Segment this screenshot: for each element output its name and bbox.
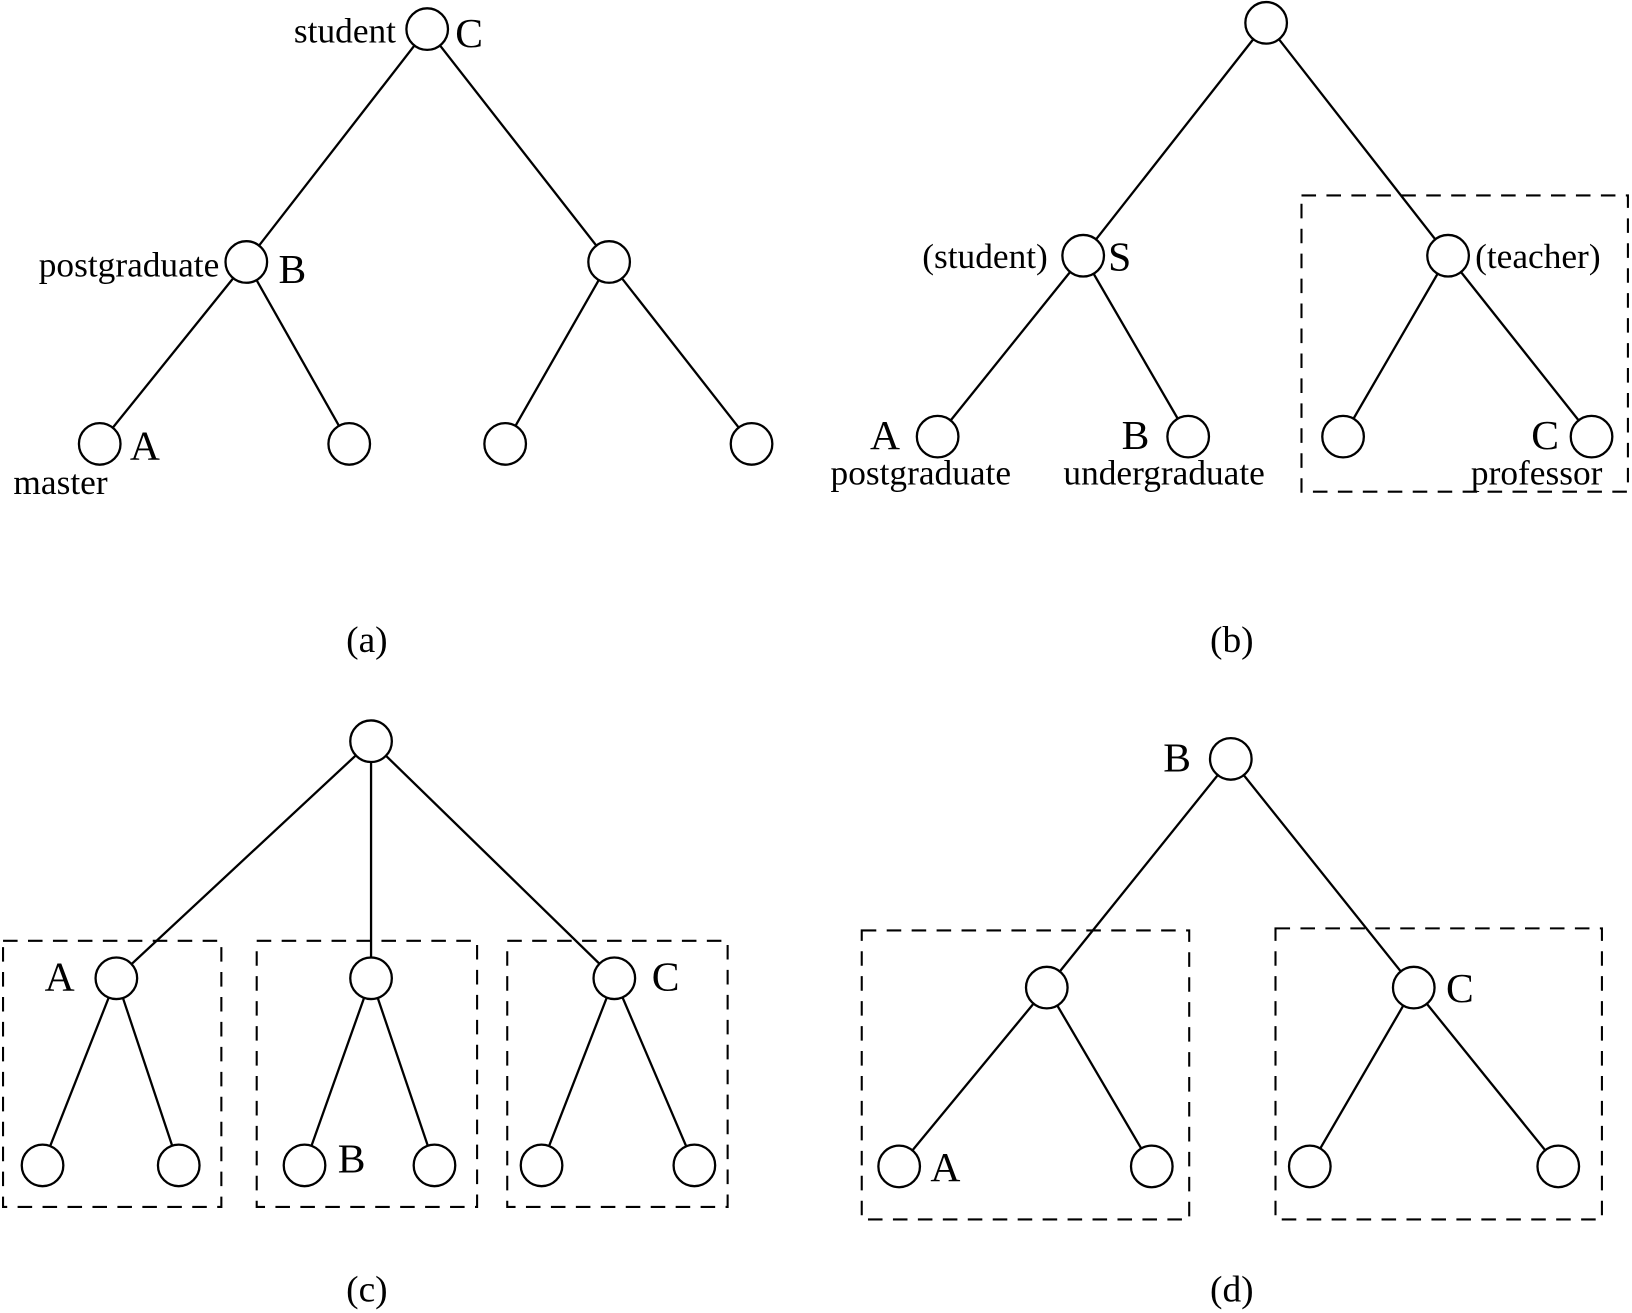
node [1166, 414, 1211, 459]
label: B [279, 246, 307, 292]
dashed-box [1274, 927, 1603, 1221]
node [1569, 414, 1614, 459]
caption: (c) [346, 1270, 388, 1311]
node [587, 240, 632, 284]
node [1129, 1144, 1174, 1189]
label: C [652, 954, 680, 1000]
node [729, 421, 774, 466]
panel-d: B A C (d) [860, 734, 1603, 1311]
dashed-box [506, 939, 729, 1209]
node [224, 240, 269, 284]
label: B [1122, 412, 1150, 458]
label: C [455, 10, 483, 56]
node [94, 956, 139, 1001]
node [412, 1143, 457, 1188]
panel-a: student C postgraduate B A master (a) [13, 7, 774, 661]
label: C [1446, 965, 1474, 1011]
label: B [338, 1136, 366, 1182]
node [519, 1143, 564, 1188]
node [1287, 1144, 1332, 1189]
label: S [1108, 233, 1131, 279]
node [1208, 736, 1253, 781]
label: C [1531, 412, 1559, 458]
node [1061, 233, 1106, 278]
node [349, 956, 393, 1001]
label: professor [1471, 453, 1603, 492]
caption: (d) [1210, 1270, 1254, 1311]
node [77, 421, 122, 466]
label: A [870, 412, 900, 458]
node [1024, 965, 1069, 1010]
label: A [45, 954, 75, 1000]
label: undergraduate [1063, 453, 1264, 492]
label: (student) [922, 237, 1048, 276]
node [915, 414, 960, 459]
label: postgraduate [39, 246, 220, 285]
node [20, 1143, 65, 1188]
node [1391, 965, 1436, 1010]
node [877, 1144, 922, 1189]
caption: (a) [346, 620, 388, 661]
node [672, 1143, 717, 1188]
label: (teacher) [1475, 237, 1600, 276]
panel-b: (student) S (teacher) A postgraduate B u… [831, 0, 1629, 661]
node [1426, 233, 1471, 278]
node [592, 956, 637, 1001]
caption: (b) [1210, 620, 1254, 661]
node [1321, 414, 1366, 459]
panel-c: A C B (c) [2, 719, 729, 1311]
node [282, 1143, 327, 1188]
node [349, 719, 393, 764]
node [1536, 1144, 1581, 1189]
dashed-box [2, 939, 223, 1209]
dashed-box [1300, 194, 1629, 493]
node [1244, 0, 1289, 45]
node [483, 421, 528, 466]
node [156, 1143, 201, 1188]
label: student [294, 12, 396, 51]
label: postgraduate [831, 453, 1012, 492]
label: A [130, 422, 160, 468]
node [327, 421, 372, 466]
dashed-box [860, 929, 1191, 1221]
label: master [13, 463, 107, 502]
node [405, 7, 450, 52]
label: B [1163, 734, 1191, 780]
label: A [930, 1144, 960, 1190]
dashed-box [255, 939, 479, 1209]
